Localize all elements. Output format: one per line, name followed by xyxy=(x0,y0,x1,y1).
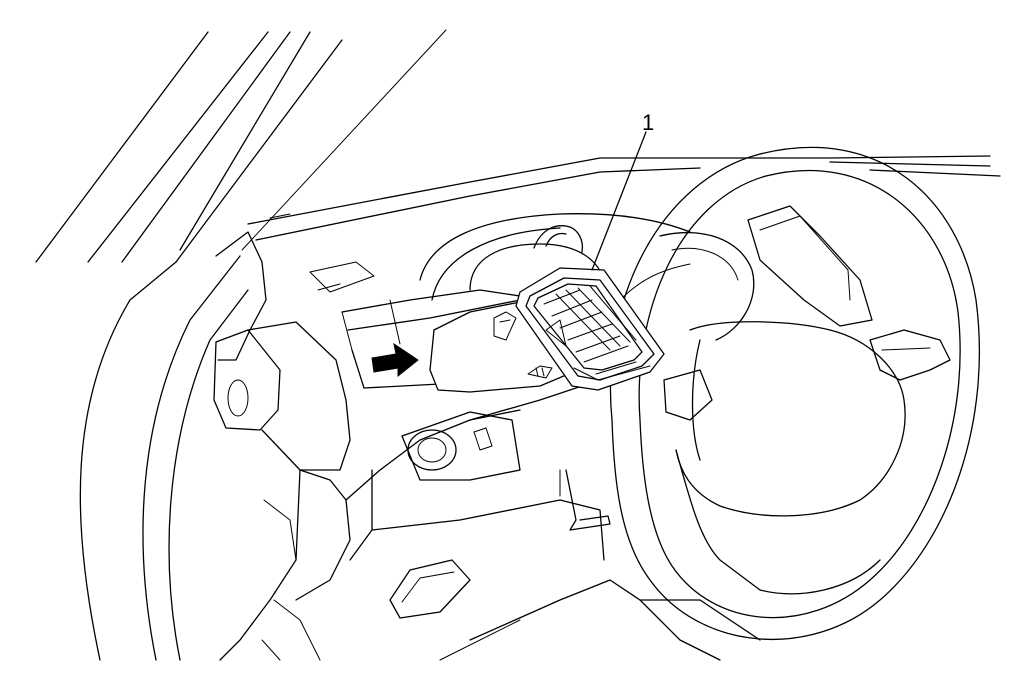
direction-arrow-icon xyxy=(371,342,419,378)
instrument-cluster xyxy=(419,213,755,341)
left-dash-panel xyxy=(213,231,521,661)
steering-wheel xyxy=(609,146,981,640)
dashboard-top xyxy=(247,155,1001,293)
callout-leader-line xyxy=(591,131,647,271)
headlamp-switch xyxy=(401,411,521,481)
lower-dash xyxy=(371,379,761,661)
a-pillar xyxy=(35,29,447,661)
air-vent xyxy=(515,267,665,391)
callout-label-1: 1 xyxy=(642,110,654,135)
